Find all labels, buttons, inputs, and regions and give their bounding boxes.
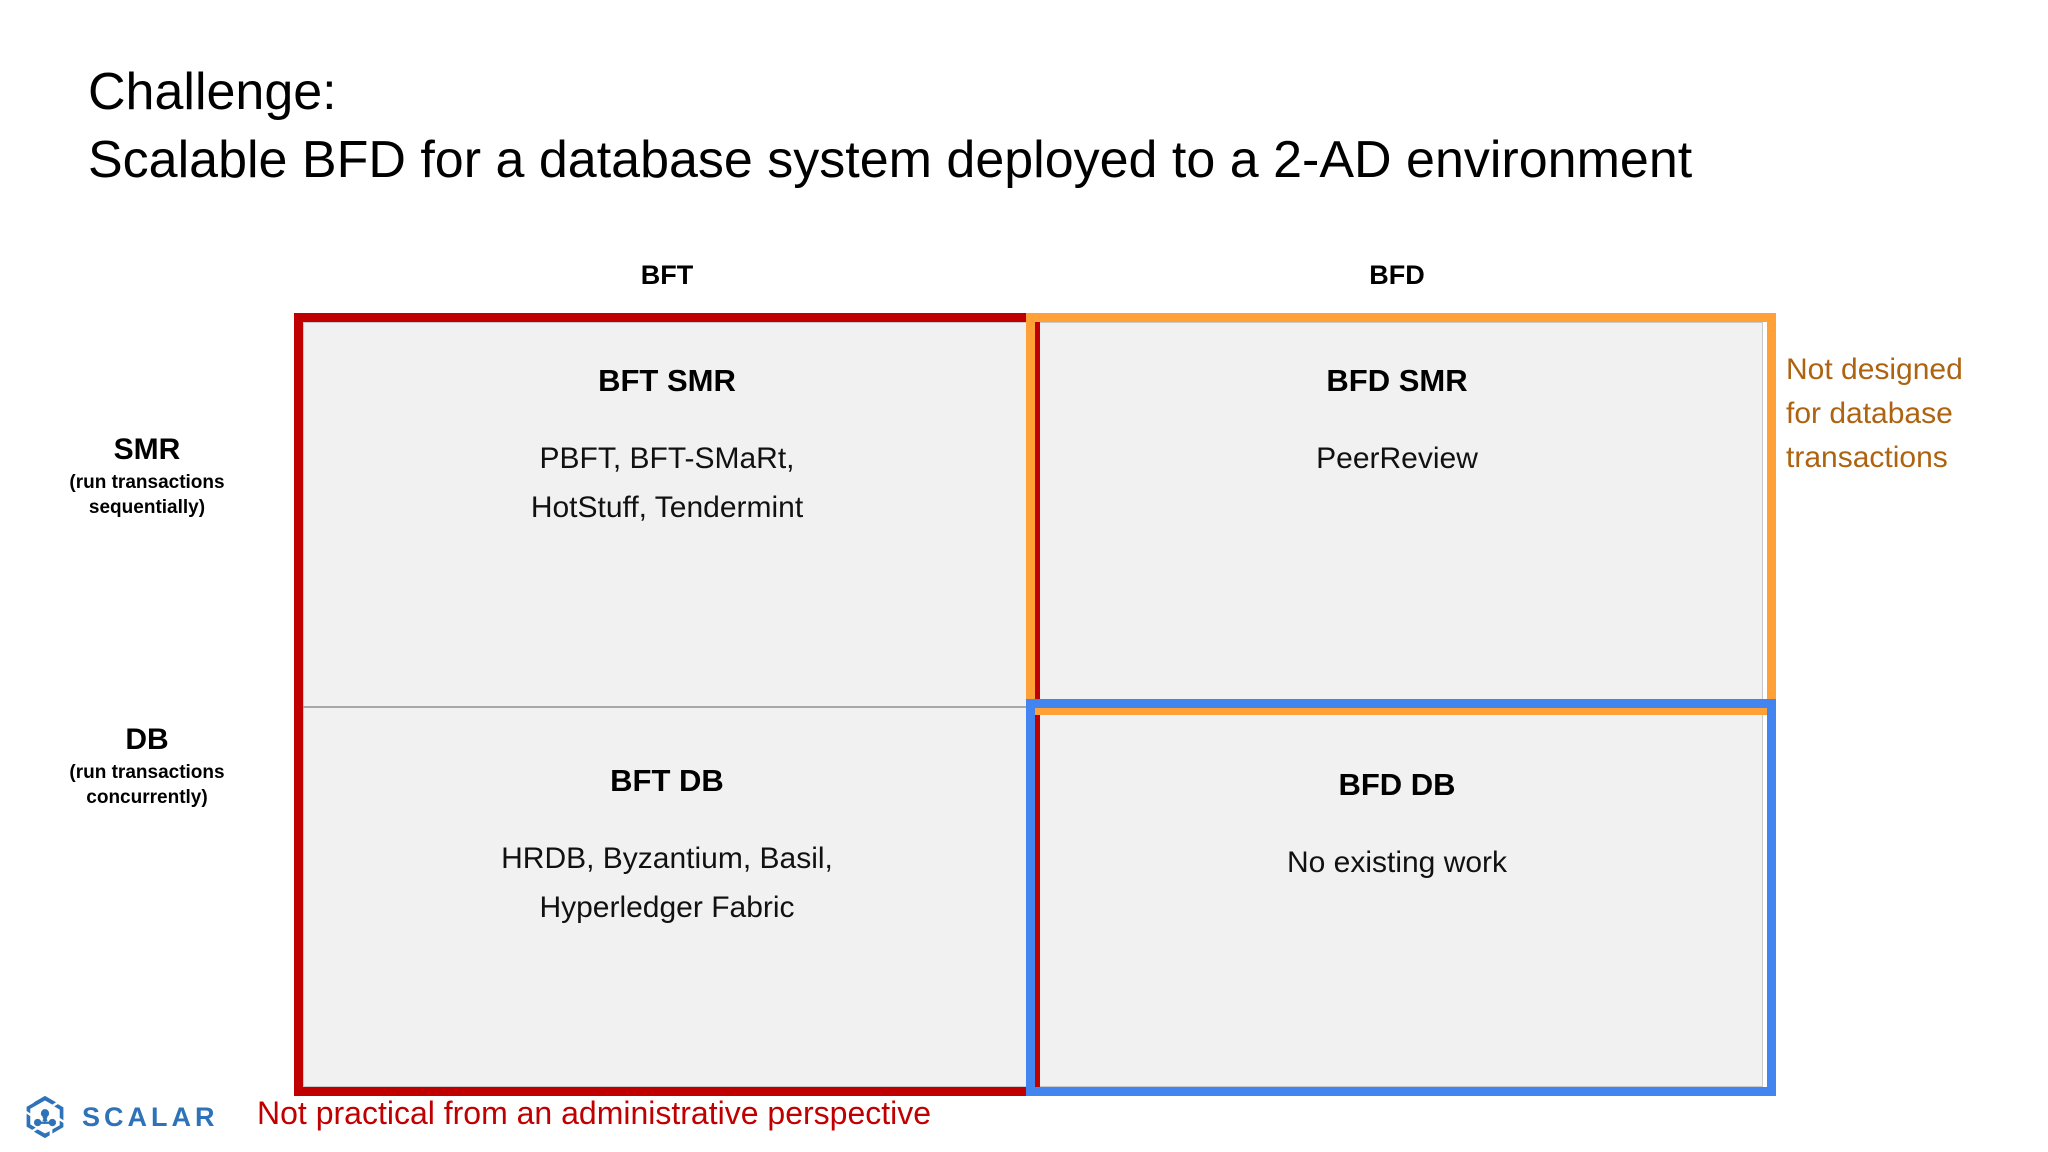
cell-bfd-db-title: BFD DB — [1338, 767, 1456, 802]
scalar-logo-text: SCALAR — [82, 1101, 219, 1132]
row-header-smr-sub-line1: (run transactions — [69, 472, 225, 493]
cell-bft-smr-body: PBFT, BFT-SMaRt, HotStuff, Tendermint — [530, 442, 804, 524]
page-title: Challenge: Scalable BFD for a database s… — [88, 58, 1988, 194]
side-annotation-line-2: for database — [1786, 397, 1953, 430]
scalar-logo: SCALAR — [22, 1094, 219, 1140]
row-header-db: DB (run transactions concurrently) — [7, 720, 287, 810]
column-header-bfd: BFD — [1369, 260, 1425, 290]
title-line-1: Challenge: — [88, 63, 337, 121]
row-header-db-sub-line1: (run transactions — [69, 762, 225, 783]
title-line-2: Scalable BFD for a database system deplo… — [88, 131, 1693, 189]
row-header-db-label: DB — [125, 723, 169, 756]
row-header-smr-label: SMR — [113, 433, 181, 466]
cell-bft-db-title: BFT DB — [610, 763, 724, 798]
cell-bfd-db-body: No existing work — [1286, 846, 1508, 879]
cell-bfd-smr-title: BFD SMR — [1326, 363, 1468, 398]
cell-bft-smr: BFT SMR PBFT, BFT-SMaRt, HotStuff, Tende… — [303, 322, 1031, 706]
cell-bfd-db: BFD DB No existing work — [1031, 708, 1763, 1087]
cell-bfd-smr-body: PeerReview — [1316, 442, 1478, 475]
comparison-matrix: BFT BFD SMR (run transactions sequential… — [69, 260, 1776, 1096]
column-header-bft: BFT — [640, 260, 694, 290]
row-header-db-sub-line2: concurrently) — [86, 787, 208, 808]
cell-bft-smr-title: BFT SMR — [598, 363, 736, 398]
cell-bfd-smr: BFD SMR PeerReview — [1031, 322, 1763, 706]
cell-bft-db-body: HRDB, Byzantium, Basil, Hyperledger Fabr… — [501, 842, 833, 924]
scalar-hexagon-network-icon — [26, 1095, 64, 1139]
side-annotation-line-1: Not designed — [1786, 353, 1963, 386]
row-header-smr: SMR (run transactions sequentially) — [7, 430, 287, 520]
side-annotation-line-3: transactions — [1786, 441, 1948, 474]
row-header-smr-sub-line2: sequentially) — [88, 497, 206, 518]
side-annotation-bfd-smr: Not designed for database transactions — [1786, 348, 2046, 480]
bottom-annotation-bft: Not practical from an administrative per… — [257, 1095, 932, 1131]
row-divider — [303, 706, 1031, 708]
cell-bft-db: BFT DB HRDB, Byzantium, Basil, Hyperledg… — [303, 708, 1031, 1087]
